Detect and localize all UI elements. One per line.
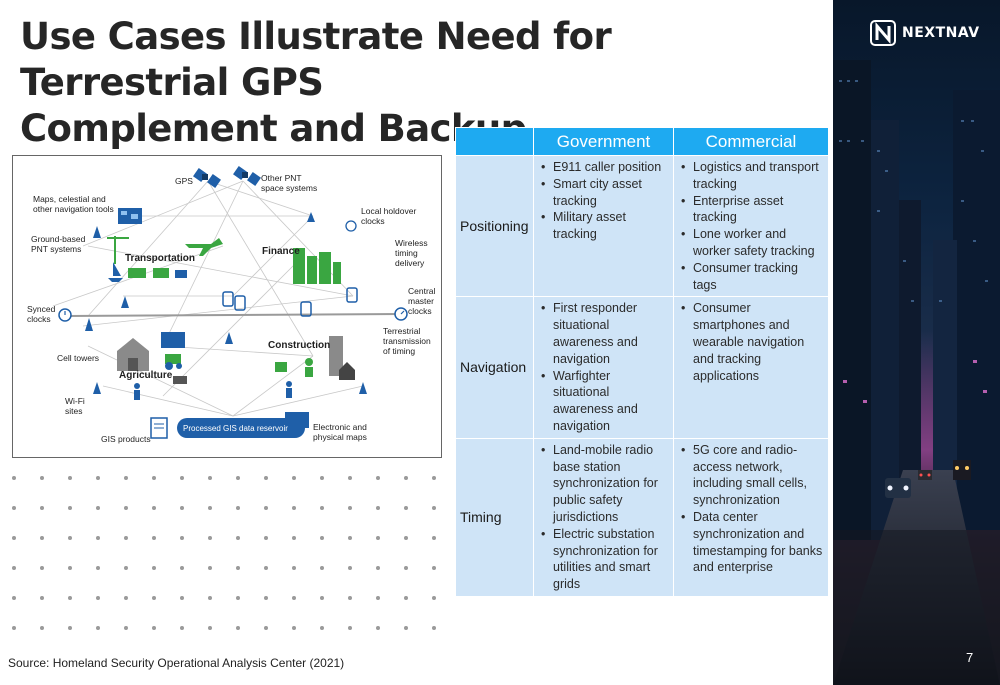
decorative-dot-grid: [12, 476, 436, 630]
slide-title: Use Cases Illustrate Need for Terrestria…: [20, 14, 820, 152]
logo-text: NEXTNAV: [902, 25, 980, 41]
list-item: Consumer tracking tags: [678, 260, 824, 294]
document-icon: [150, 417, 168, 439]
label-gis-reservoir: Processed GIS data reservoir: [183, 424, 288, 433]
row-label-positioning: Positioning: [455, 154, 534, 298]
label-wifi-sites: Wi-Fi sites: [65, 396, 85, 416]
tractor-icon: [165, 354, 182, 370]
list-item: Enterprise asset tracking: [678, 193, 824, 227]
source-citation: Source: Homeland Security Operational An…: [8, 656, 345, 670]
gis-reservoir-shape: [177, 418, 305, 438]
map-icon-mid: [161, 332, 185, 348]
gps-satellite-icon: [193, 168, 221, 188]
list-item: Electric substation synchronization for …: [538, 526, 669, 593]
people-icons: [134, 381, 292, 400]
page-number: 7: [966, 650, 974, 665]
label-wireless-timing: Wireless timing delivery: [395, 238, 428, 268]
list-item: Logistics and transport tracking: [678, 159, 824, 193]
header-corner: [455, 127, 534, 156]
vehicles-icon: [108, 262, 187, 282]
holdover-clock-icon: [345, 220, 357, 232]
list-item: Land-mobile radio base station synchroni…: [538, 442, 669, 526]
list-item: Consumer smartphones and wearable naviga…: [678, 300, 824, 384]
list-item: Military asset tracking: [538, 209, 669, 243]
table-row: Timing Land-mobile radio base station sy…: [455, 437, 829, 597]
label-synced-clocks: Synced clocks: [27, 304, 56, 324]
cell-commercial: Consumer smartphones and wearable naviga…: [673, 296, 829, 439]
label-cell-towers: Cell towers: [57, 353, 100, 363]
table-header-row: Government Commercial: [455, 127, 829, 156]
electronic-map-icon: [285, 412, 309, 428]
pnt-satellite-icon: [233, 166, 261, 186]
cell-government: First responder situational awareness an…: [533, 296, 674, 439]
list-item: Data center synchronization and timestam…: [678, 509, 824, 576]
finance-building-icon: [293, 248, 341, 284]
label-gps: GPS: [175, 176, 193, 186]
row-label-timing: Timing: [455, 437, 534, 597]
construction-icon: [275, 358, 313, 377]
house-icon: [339, 362, 355, 380]
table-row: Positioning E911 caller position Smart c…: [455, 154, 829, 298]
label-agriculture: Agriculture: [119, 370, 173, 381]
header-commercial: Commercial: [673, 127, 829, 156]
cow-icon: [173, 376, 187, 384]
network-lines: [52, 180, 364, 417]
label-electronic-maps: Electronic and physical maps: [313, 422, 367, 442]
timing-line: [67, 313, 404, 317]
city-skyline-illustration: [833, 60, 1000, 685]
header-government: Government: [533, 127, 674, 156]
table-row: Navigation First responder situational a…: [455, 296, 829, 439]
central-clock-icon: [394, 307, 408, 321]
city-night-photo: [833, 0, 1000, 685]
label-gis-products: GIS products: [101, 434, 151, 444]
list-item: Smart city asset tracking: [538, 176, 669, 210]
label-construction: Construction: [268, 340, 331, 351]
tower-block-icon: [329, 336, 343, 376]
barn-icon: [117, 338, 149, 371]
map-icon: [118, 208, 142, 224]
crane-icon: [107, 236, 129, 264]
label-local-holdover: Local holdover clocks: [361, 206, 417, 226]
cell-tower-icons: [85, 212, 367, 394]
slide-title-line-1: Use Cases Illustrate Need for Terrestria…: [20, 15, 612, 104]
diagram-graphics: [52, 166, 408, 439]
nextnav-n-logo-icon: [870, 20, 896, 46]
label-finance: Finance: [262, 246, 300, 257]
use-case-table: Government Commercial Positioning E911 c…: [455, 127, 829, 597]
phone-icons: [222, 287, 358, 317]
slide-title-line-2: Complement and Backup: [20, 107, 527, 150]
nextnav-logo: NEXTNAV: [870, 20, 980, 46]
cell-commercial: 5G core and radio-access network, includ…: [673, 437, 829, 597]
pnt-ecosystem-diagram: GPS Other PNT space systems Maps, celest…: [12, 155, 442, 458]
clock-icon: [58, 308, 72, 322]
airplane-icon: [185, 238, 223, 256]
row-label-navigation: Navigation: [455, 296, 534, 439]
cell-government: E911 caller position Smart city asset tr…: [533, 154, 674, 298]
cell-government: Land-mobile radio base station synchroni…: [533, 437, 674, 597]
label-terrestrial-timing: Terrestrial transmission of timing: [383, 326, 431, 356]
label-maps-celestial: Maps, celestial and other navigation too…: [33, 194, 114, 214]
list-item: E911 caller position: [538, 159, 669, 176]
list-item: Warfighter situational awareness and nav…: [538, 368, 669, 435]
list-item: 5G core and radio-access network, includ…: [678, 442, 824, 509]
cell-commercial: Logistics and transport tracking Enterpr…: [673, 154, 829, 298]
label-transportation: Transportation: [125, 253, 196, 264]
list-item: Lone worker and worker safety tracking: [678, 226, 824, 260]
list-item: First responder situational awareness an…: [538, 300, 669, 367]
label-other-pnt: Other PNT space systems: [261, 173, 318, 193]
label-central-master: Central master clocks: [408, 286, 436, 316]
label-ground-pnt: Ground-based PNT systems: [31, 234, 86, 254]
